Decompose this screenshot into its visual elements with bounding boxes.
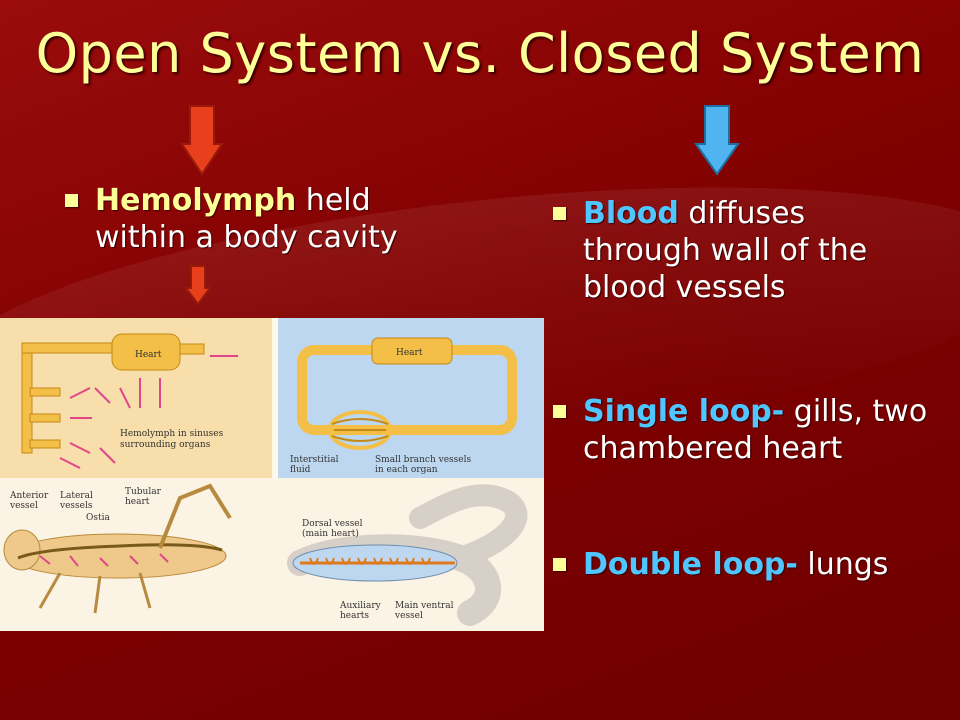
red-down-arrow-icon: [180, 105, 224, 176]
bullet-keyword: Double loop-: [583, 547, 798, 582]
bullet-square-icon: [553, 207, 566, 220]
label-aux-2: hearts: [340, 611, 369, 621]
label-closed-heart: Heart: [396, 348, 423, 358]
bullet-text: held within a body cavity: [95, 183, 398, 255]
slide-title: Open System vs. Closed System: [35, 22, 925, 85]
label-aux-1: Auxiliary: [339, 601, 382, 611]
bullet-square-icon: [553, 558, 566, 571]
right-bullet-1: Blood diffuses through wall of the blood…: [553, 195, 923, 306]
left-bullet: Hemolymph held within a body cavity: [65, 182, 435, 256]
label-interstitial-1: Interstitial: [290, 455, 339, 465]
right-bullet-2: Single loop- gills, two chambered heart: [553, 393, 953, 467]
label-ventral-2: vessel: [394, 611, 423, 621]
label-ventral-1: Main ventral: [395, 601, 454, 611]
label-hemolymph-2: surrounding organs: [120, 440, 211, 450]
red-small-down-arrow-icon: [185, 265, 211, 306]
label-lateral-1: Lateral: [60, 491, 93, 501]
label-hemolymph-1: Hemolymph in sinuses: [120, 429, 224, 439]
label-tubular-1: Tubular: [125, 487, 162, 497]
label-ostia: Ostia: [86, 513, 110, 523]
bullet-square-icon: [65, 194, 78, 207]
bullet-text: lungs: [797, 547, 889, 582]
bullet-text: gills, two chambered heart: [583, 394, 928, 466]
bullet-keyword: Single loop-: [583, 394, 785, 429]
right-bullet-3: Double loop- lungs: [553, 546, 943, 583]
label-dorsal-1: Dorsal vessel: [302, 519, 363, 529]
label-dorsal-2: (main heart): [302, 528, 359, 539]
label-anterior-2: vessel: [9, 501, 38, 511]
label-small-vessels-1: Small branch vessels: [375, 455, 471, 465]
insect-illustration: Anterior vessel Lateral vessels Ostia Tu…: [3, 483, 232, 614]
label-lateral-2: vessels: [59, 501, 93, 511]
circulation-figure: Heart Hemolymph in sinuses surrounding o…: [0, 318, 544, 631]
label-interstitial-2: fluid: [290, 465, 311, 475]
label-small-vessels-2: in each organ: [375, 465, 438, 475]
open-system-diagram: Heart Hemolymph in sinuses surrounding o…: [21, 333, 238, 469]
label-anterior-1: Anterior: [9, 491, 49, 501]
label-tubular-2: heart: [125, 497, 150, 507]
bullet-keyword: Hemolymph: [95, 183, 297, 218]
bullet-text: diffuses through wall of the blood vesse…: [583, 196, 868, 305]
closed-system-diagram: Heart Interstitial fluid Small branch ve…: [290, 337, 517, 475]
figure-drawing: Heart Hemolymph in sinuses surrounding o…: [0, 318, 544, 631]
bullet-square-icon: [553, 405, 566, 418]
blue-down-arrow-icon: [694, 105, 740, 176]
bullet-keyword: Blood: [583, 196, 679, 231]
label-open-heart: Heart: [135, 350, 162, 360]
worm-illustration: Dorsal vessel (main heart) Auxiliary hea…: [287, 484, 528, 626]
